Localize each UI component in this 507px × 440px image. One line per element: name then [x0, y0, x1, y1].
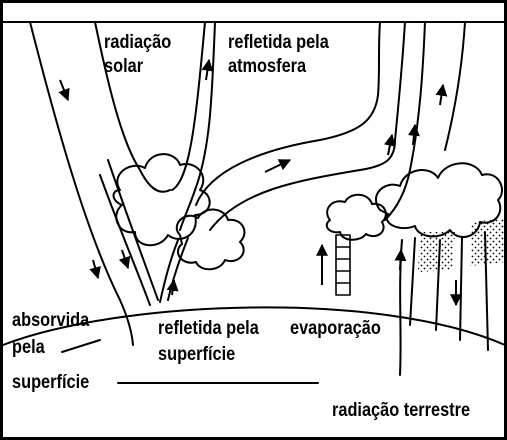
absorbed-pointer-line — [62, 340, 100, 352]
surface-reflected-label-line2: superfície — [158, 344, 235, 365]
right-beam-right — [445, 22, 465, 150]
atmos-reflected-label-line1: refletida pela — [228, 32, 329, 53]
rain-shading-right — [470, 218, 505, 266]
evaporation-ladder — [336, 235, 350, 295]
transfer-band-right-edge — [395, 22, 405, 140]
solar-radiation-label-line1: radiação — [104, 32, 171, 53]
atmos-reflected-label-line2: atmosfera — [228, 56, 306, 77]
arrow-right-beam-up — [440, 85, 443, 105]
absorbed-label-line1: absorvida — [12, 310, 89, 331]
arrow-band-up — [388, 135, 392, 155]
absorbed-label-line3: superfície — [12, 372, 89, 393]
arrow-solar-down — [60, 80, 68, 100]
terrestrial-radiation-label: radiação terrestre — [332, 400, 470, 421]
surface-ray-1 — [108, 160, 158, 300]
arrow-band-right — [265, 160, 290, 172]
arrow-terrestrial-up — [400, 250, 401, 270]
rain-line — [460, 238, 462, 340]
surface-reflected-label-line1: refletida pela — [158, 318, 259, 339]
arrow-absorbed-down — [93, 260, 98, 278]
solar-radiation-label-line2: solar — [104, 56, 143, 77]
surface-ray-2 — [100, 175, 150, 305]
rain-line — [410, 238, 415, 325]
transfer-band-lower — [210, 140, 395, 230]
evaporation-label: evaporação — [290, 318, 381, 339]
absorbed-label-line2: pela — [12, 337, 45, 358]
left-cloud — [114, 154, 210, 245]
right-beam-left — [385, 22, 425, 220]
arrow-ray-down — [122, 250, 128, 268]
arrow-atmos-up — [206, 60, 209, 80]
rain-shading — [418, 232, 455, 272]
